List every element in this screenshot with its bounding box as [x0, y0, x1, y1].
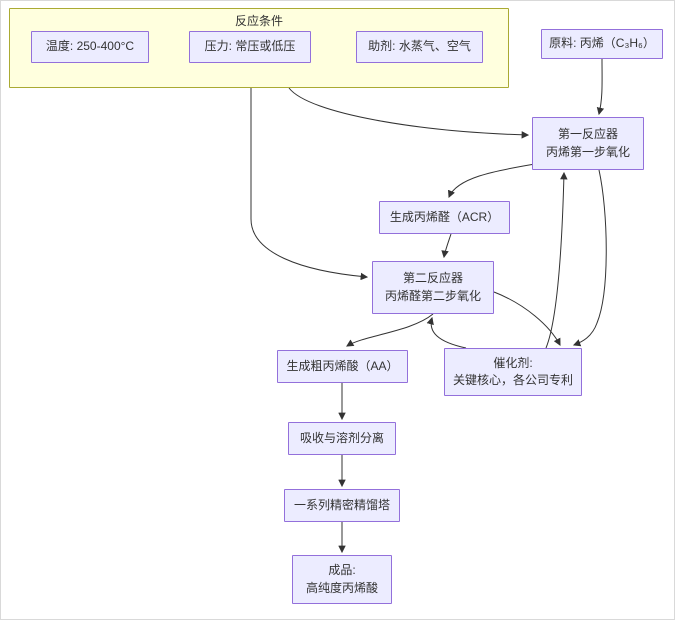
node-reactor1-line1: 第一反应器: [557, 127, 618, 142]
node-distillation-label: 一系列精密精馏塔: [293, 497, 390, 512]
node-distillation: 一系列精密精馏塔: [284, 489, 400, 522]
node-temperature-label: 温度: 250-400°C: [45, 39, 135, 54]
node-feedstock: 原料: 丙烯（C₃H₆）: [541, 29, 663, 59]
node-catalyst-line2: 关键核心，各公司专利: [452, 373, 573, 387]
edge-reactor1-catalyst: [572, 169, 607, 347]
edge-reactor2-catalyst: [493, 291, 561, 346]
node-auxiliary: 助剂: 水蒸气、空气: [356, 31, 483, 63]
node-product-line1: 成品:: [328, 563, 356, 578]
edge-acrolein-reactor2: [441, 233, 452, 259]
node-reactor1-line2: 丙烯第一步氧化: [545, 144, 630, 159]
edge-catalyst-reactor2: [426, 316, 467, 349]
node-catalyst-line1: 催化剂:: [493, 355, 533, 370]
node-absorption: 吸收与溶剂分离: [288, 422, 396, 455]
node-reactor2: 第二反应器 丙烯醛第二步氧化: [372, 261, 494, 314]
node-temperature: 温度: 250-400°C: [31, 31, 149, 63]
node-absorption-label: 吸收与溶剂分离: [299, 430, 384, 445]
node-product: 成品: 高纯度丙烯酸: [292, 555, 392, 604]
node-feedstock-label: 原料: 丙烯（C₃H₆）: [549, 36, 655, 51]
edge-conditions-reactor2: [250, 88, 369, 281]
node-reactor2-line2: 丙烯醛第二步氧化: [384, 288, 481, 303]
edge-catalyst-reactor1: [545, 171, 568, 349]
node-auxiliary-label: 助剂: 水蒸气、空气: [368, 39, 471, 54]
node-catalyst: 催化剂: 关键核心，各公司专利: [444, 348, 582, 396]
node-crude-aa: 生成粗丙烯酸（AA）: [277, 350, 408, 383]
edge-conditions-reactor1: [288, 87, 530, 139]
subgraph-title: 反应条件: [234, 14, 283, 28]
node-product-line2: 高纯度丙烯酸: [305, 580, 378, 595]
node-acrolein: 生成丙烯醛（ACR）: [379, 201, 510, 234]
edge-reactor2-crude: [346, 313, 434, 347]
node-reactor1: 第一反应器 丙烯第一步氧化: [532, 117, 644, 170]
node-pressure: 压力: 常压或低压: [189, 31, 311, 63]
node-acrolein-label: 生成丙烯醛（ACR）: [389, 209, 500, 224]
edge-reactor1-acrolein: [448, 163, 536, 199]
edge-feedstock-reactor1: [596, 58, 605, 116]
node-pressure-label: 压力: 常压或低压: [204, 39, 296, 54]
node-reactor2-line1: 第二反应器: [402, 271, 463, 286]
node-crude-aa-label: 生成粗丙烯酸（AA）: [286, 358, 399, 373]
